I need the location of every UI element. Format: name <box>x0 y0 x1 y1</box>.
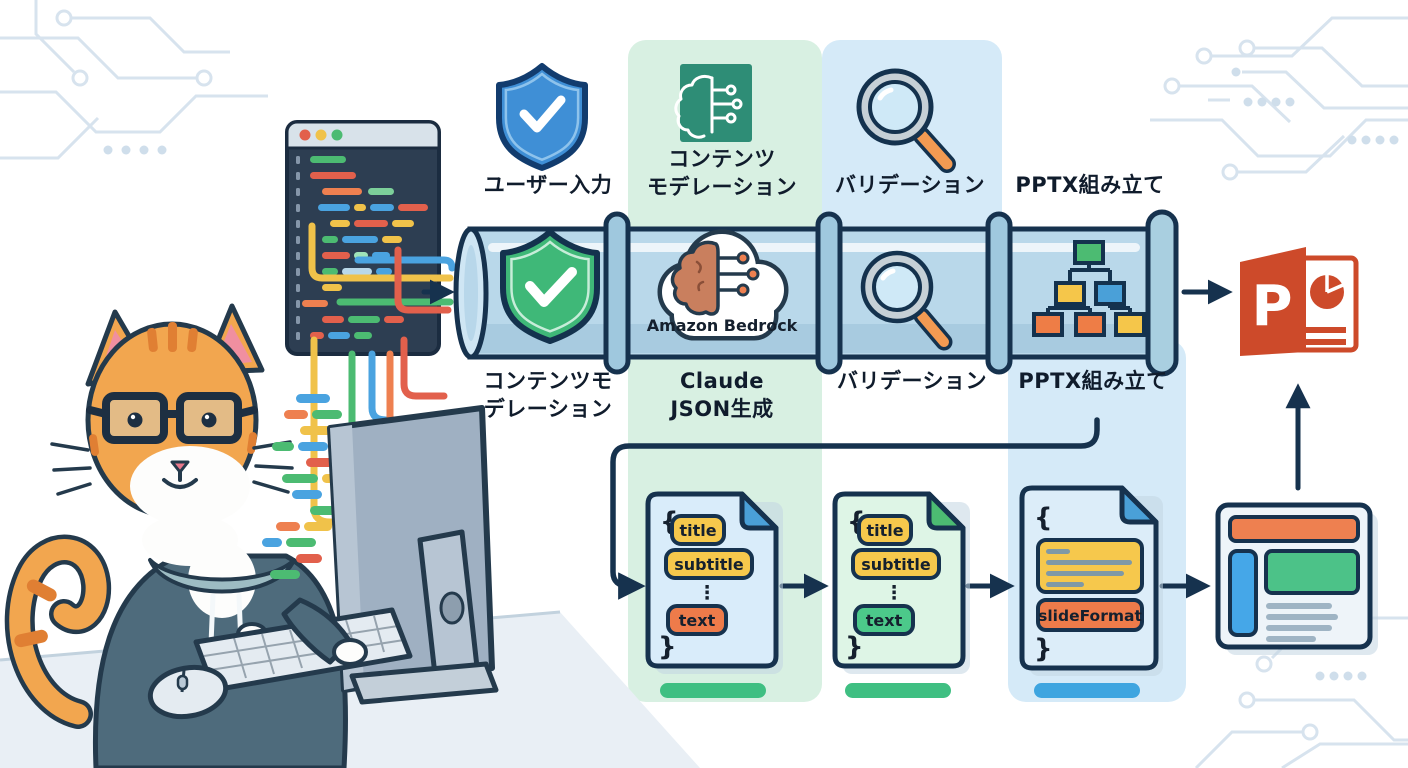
underline-pill-doc3 <box>1034 683 1140 698</box>
floating-code-snippets <box>262 394 344 579</box>
stage-label-pptx-assembly: PPTX組み立て <box>1015 173 1165 197</box>
field-label-title: title <box>866 521 903 540</box>
cat-nose <box>170 460 190 474</box>
bedrock-cloud: Amazon Bedrock <box>647 229 798 341</box>
shield-check-icon-top <box>496 63 588 171</box>
brace-open: { <box>1034 503 1053 533</box>
pipe-stage-label-claude-json: Claude JSON生成 <box>670 369 774 421</box>
doc-fold-green <box>926 491 966 531</box>
powerpoint-icon: P <box>1240 247 1359 356</box>
org-chart-icon <box>1032 240 1146 337</box>
editor-title-bar <box>285 120 441 150</box>
json-doc-3: { slideFormat } <box>1019 485 1163 676</box>
slide-layout-icon <box>1215 502 1378 655</box>
magnifier-icon-top <box>856 68 956 173</box>
editor-line-numbers <box>296 156 300 340</box>
cat-mouth <box>162 470 198 489</box>
field-pill-text <box>666 604 728 636</box>
slide-content-block <box>1264 549 1360 595</box>
shield-check-icon-pipe <box>500 229 600 344</box>
cat-head <box>50 303 294 526</box>
traffic-light-green <box>331 129 343 141</box>
pipe-stage-label-validation: バリデーション <box>836 369 988 393</box>
mouse <box>147 664 229 720</box>
editor-code-lines <box>302 156 428 339</box>
pipe-ring-3 <box>985 211 1013 375</box>
doc-fold-blue <box>739 491 779 531</box>
stage-label-content-moderation: コンテンツ モデレーション <box>646 147 798 199</box>
powerpoint-letter: P <box>1251 274 1292 339</box>
field-label-slideformat: slideFormat <box>1038 607 1142 625</box>
ellipsis: ⋮ <box>698 582 717 604</box>
pipe-stage-label-content-moderation: コンテンツモ デレーション <box>483 369 613 421</box>
field-pill-subtitle <box>664 548 754 580</box>
computer-workstation <box>147 405 499 720</box>
connector-pptx-to-json <box>610 417 1100 600</box>
slide-header-bar <box>1228 515 1360 543</box>
field-pill-slideformat <box>1036 598 1144 632</box>
magnifier-icon-pipe <box>860 250 953 351</box>
field-pill-subtitle <box>851 548 941 580</box>
stage-label-validation: バリデーション <box>834 173 986 197</box>
underline-pill-doc2 <box>845 683 951 698</box>
pipe-ring-2 <box>815 211 843 375</box>
json-doc-1: { title subtitle ⋮ text } <box>645 491 783 674</box>
underline-pill-doc1 <box>660 683 766 698</box>
brace-close: } <box>658 632 677 662</box>
slide-text-lines <box>1266 603 1338 642</box>
json-doc-2: { title subtitle ⋮ text } <box>832 491 970 674</box>
bedrock-label: Amazon Bedrock <box>647 316 798 335</box>
circuit-pattern-top-left <box>0 0 268 160</box>
pipe-stage-label-pptx-assembly: PPTX組み立て <box>1018 369 1168 393</box>
field-pill-title <box>670 514 726 546</box>
cat-whiskers <box>50 440 294 496</box>
pipeline-tube: Amazon Bedrock <box>453 209 1179 377</box>
field-label-text: text <box>679 611 716 630</box>
brace-close: } <box>1034 634 1053 664</box>
field-label-subtitle: subtitle <box>674 555 744 574</box>
traffic-light-red <box>299 129 311 141</box>
monitor-stand-hole <box>439 591 465 625</box>
slide-sidebar-block <box>1228 549 1258 637</box>
field-label-text: text <box>866 611 903 630</box>
pipe-end-cap <box>1145 209 1179 377</box>
field-label-subtitle: subtitle <box>861 555 931 574</box>
ellipsis: ⋮ <box>885 582 904 604</box>
text-content-lines <box>1046 549 1132 587</box>
cat-tail <box>4 534 112 729</box>
cat-hood-collar <box>148 558 296 594</box>
brace-close: } <box>845 632 864 662</box>
pipe-ring-1 <box>603 211 631 375</box>
traffic-light-yellow <box>315 129 327 141</box>
doc-fold-blue <box>1119 485 1159 525</box>
circuit-pattern-top-right <box>1150 16 1408 181</box>
flow-arrows <box>421 279 1311 600</box>
monitor-base <box>349 661 499 705</box>
cat-right-paw <box>332 638 368 666</box>
bedrock-brain-icon <box>670 240 760 316</box>
field-pill-text <box>853 604 915 636</box>
field-label-title: title <box>679 521 716 540</box>
bedrock-square-icon <box>674 64 752 142</box>
cat-neck <box>142 514 238 566</box>
stage-label-user-input: ユーザー入力 <box>483 173 613 197</box>
field-pill-title <box>857 514 913 546</box>
